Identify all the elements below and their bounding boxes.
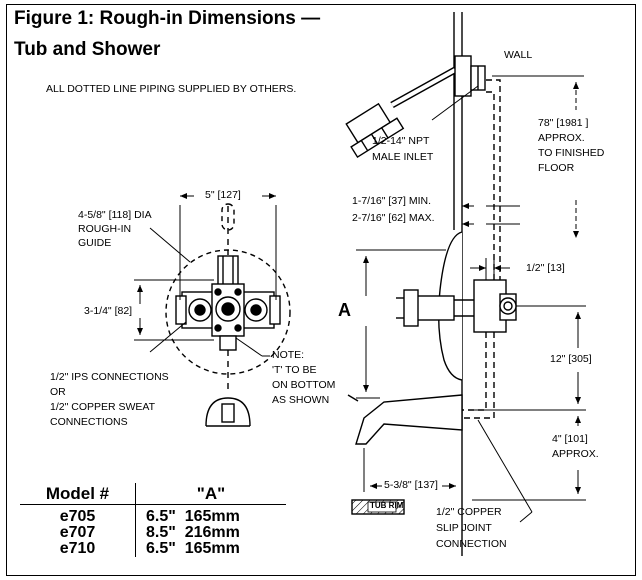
guide-label-line1: 4-5/8" [118] DIA [78, 209, 152, 221]
model-cell: e710 [20, 541, 136, 557]
inlet-label-line2: MALE INLET [372, 151, 434, 163]
slip-joint-line2: SLIP JOINT [436, 522, 492, 534]
t-note-line3: ON BOTTOM [272, 379, 336, 391]
t-note-line4: AS SHOWN [272, 394, 330, 406]
depth-label-line2: 2-7/16" [62] MAX. [352, 212, 435, 224]
t-note-line1: NOTE: [272, 349, 305, 361]
a-value-cell: 8.5" 216mm [146, 524, 240, 541]
dim-4in-line1: 4" [101] [552, 433, 588, 445]
slip-joint-line1: 1/2" COPPER [436, 506, 502, 518]
slip-joint-line3: CONNECTION [436, 538, 507, 550]
a-value-cell: 6.5" 165mm [146, 540, 240, 557]
depth-label-line1: 1-7/16" [37] MIN. [352, 195, 432, 207]
height-78-line4: FLOOR [538, 162, 575, 174]
valve-front-view [165, 203, 291, 427]
left-dimension-lines [134, 193, 277, 357]
table-row: e705 6.5" 165mm [20, 504, 286, 525]
connection-label-line1: 1/2" IPS CONNECTIONS [50, 371, 169, 383]
right-dimension-lines [356, 75, 586, 523]
connection-label-line2: OR [50, 386, 66, 398]
height-78-line1: 78" [1981 ] [538, 117, 589, 129]
model-col-header: Model # [20, 483, 136, 505]
dim-width-5in: 5" [127] [203, 188, 243, 203]
dim-4in-line2: APPROX. [552, 448, 599, 460]
figure-title-line2: Tub and Shower [14, 39, 161, 60]
model-table: Model # "A" e705 6.5" 165mm e707 8.5" 21… [20, 483, 286, 557]
t-note-line2: 'T' TO BE [272, 364, 317, 376]
dim-spout-5-3-8in: 5-3/8" [137] [382, 478, 440, 493]
tub-spout [355, 394, 463, 445]
dim-half-inch: 1/2" [13] [526, 262, 565, 274]
height-78-line2: APPROX. [538, 132, 585, 144]
guide-label-line2: ROUGH-IN [78, 223, 132, 235]
height-78-line3: TO FINISHED [538, 147, 605, 159]
model-cell: e707 [20, 525, 136, 541]
a-col-header: "A" [135, 483, 286, 505]
dim-height-3-1-4in: 3-1/4" [82] [84, 305, 133, 317]
table-row: e707 8.5" 216mm [20, 525, 286, 541]
shower-head [345, 102, 405, 159]
dim-12in: 12" [305] [548, 352, 594, 367]
connection-label-line4: CONNECTIONS [50, 416, 128, 428]
figure-frame [6, 4, 636, 576]
model-table-header: Model # "A" [20, 483, 286, 505]
inlet-label-line1: 1/2-14" NPT [372, 135, 430, 147]
wall-label: WALL [504, 49, 533, 61]
a-value-cell: 6.5" 165mm [146, 508, 240, 525]
tub-rim-label: TUB RIM [370, 501, 404, 510]
connection-label-line3: 1/2" COPPER SWEAT [50, 401, 156, 413]
dim-a-label: A [338, 300, 351, 320]
figure-title-line1: Figure 1: Rough-in Dimensions — [14, 8, 321, 29]
model-cell: e705 [20, 504, 136, 525]
table-row: e710 6.5" 165mm [20, 541, 286, 557]
piping-note: ALL DOTTED LINE PIPING SUPPLIED BY OTHER… [46, 83, 297, 95]
guide-label-line3: GUIDE [78, 237, 112, 249]
